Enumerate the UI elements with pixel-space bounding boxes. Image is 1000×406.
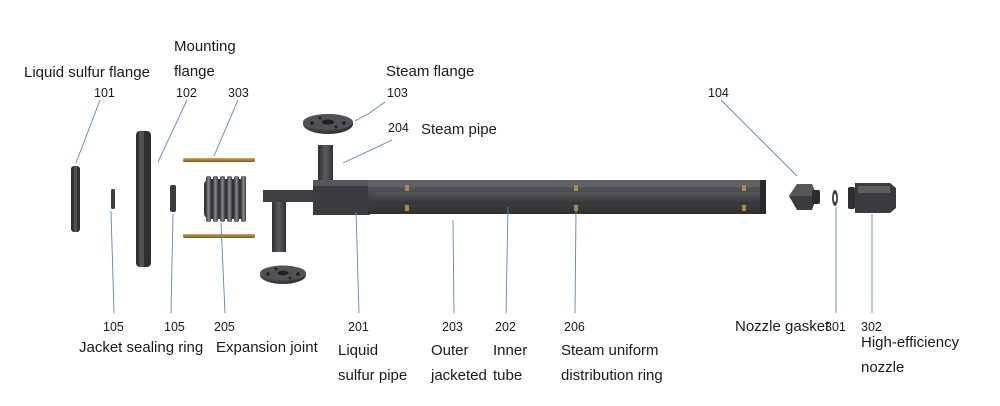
number-105-left: 105: [103, 320, 124, 334]
number-201: 201: [348, 320, 369, 334]
mounting-flange-part: [136, 131, 151, 267]
number-206: 206: [564, 320, 585, 334]
expansion-joint-part: [204, 176, 246, 222]
label-mounting-flange-line1: Mounting: [174, 38, 236, 55]
label-outer-jacketed-line1: Outer: [431, 342, 469, 359]
label-inner-tube-line2: tube: [493, 367, 522, 384]
number-101: 101: [94, 86, 115, 100]
number-301: 301: [825, 320, 846, 334]
label-liquid-sulfur-flange: Liquid sulfur flange: [24, 64, 150, 81]
nozzle-gasket-part: [832, 190, 838, 206]
label-steam-pipe: Steam pipe: [421, 121, 497, 138]
number-104: 104: [708, 86, 729, 100]
number-302: 302: [861, 320, 882, 334]
label-nozzle-gasket: Nozzle gasket: [735, 318, 830, 335]
number-105-right: 105: [164, 320, 185, 334]
high-efficiency-nozzle-part: [848, 183, 896, 213]
label-outer-jacketed-line2: jacketed: [430, 367, 487, 384]
labels: Liquid sulfur flange 101 Mounting flange…: [24, 38, 960, 384]
label-liquid-sulfur-pipe-line1: Liquid: [338, 342, 378, 359]
label-steam-ring-line2: distribution ring: [561, 367, 663, 384]
brass-rods-part: [183, 158, 255, 238]
number-303: 303: [228, 86, 249, 100]
label-steam-ring-line1: Steam uniform: [561, 342, 659, 359]
number-204: 204: [388, 121, 409, 135]
label-expansion-joint: Expansion joint: [216, 339, 319, 356]
number-202: 202: [495, 320, 516, 334]
number-205: 205: [214, 320, 235, 334]
label-liquid-sulfur-pipe-line2: sulfur pipe: [338, 367, 407, 384]
jacket-sealing-ring-part-2: [170, 185, 176, 212]
liquid-sulfur-flange-part: [71, 166, 80, 232]
steam-flange-part: [303, 114, 353, 134]
label-high-efficiency-nozzle-line1: High-efficiency: [861, 334, 960, 351]
number-203: 203: [442, 320, 463, 334]
lower-flange-part: [260, 265, 306, 284]
label-steam-flange: Steam flange: [386, 63, 474, 80]
label-inner-tube-line1: Inner: [493, 342, 527, 359]
label-mounting-flange-line2: flange: [174, 63, 215, 80]
main-nozzle-assembly: [263, 145, 766, 252]
nozzle-tip-part: [789, 184, 820, 210]
label-high-efficiency-nozzle-line2: nozzle: [861, 359, 904, 376]
number-103: 103: [387, 86, 408, 100]
label-jacket-sealing-ring: Jacket sealing ring: [79, 339, 203, 356]
jacket-sealing-ring-part-1: [111, 189, 115, 209]
number-102: 102: [176, 86, 197, 100]
leader-lines: [75, 99, 873, 314]
